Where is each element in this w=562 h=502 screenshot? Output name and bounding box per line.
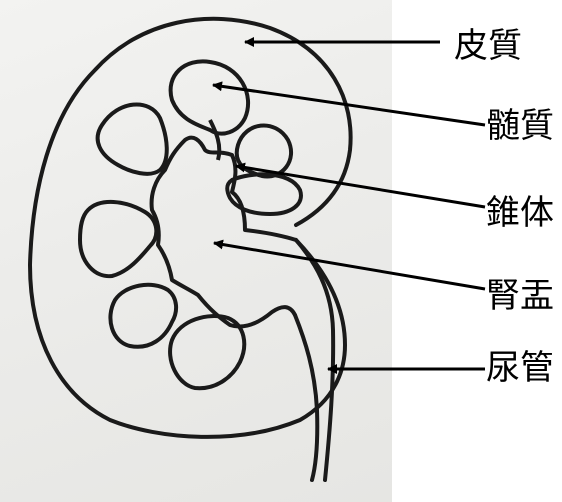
pyramid-middle-right (227, 174, 301, 214)
ureter-inner-wall (295, 315, 317, 480)
label-medulla: 髄質 (486, 106, 554, 146)
ureter-tube (296, 240, 333, 480)
label-cortex: 皮質 (454, 26, 522, 66)
pyramid-lower-left (110, 285, 176, 347)
label-pyramid: 錐体 (486, 193, 554, 233)
arrow-pelvis (214, 243, 485, 289)
label-renal-pelvis: 腎盂 (486, 276, 554, 316)
label-ureter: 尿管 (486, 348, 554, 388)
kidney-outline (30, 19, 351, 437)
arrow-pyramid (236, 166, 485, 207)
pyramid-middle-left (80, 202, 156, 276)
pyramid-upper-left (98, 104, 167, 173)
